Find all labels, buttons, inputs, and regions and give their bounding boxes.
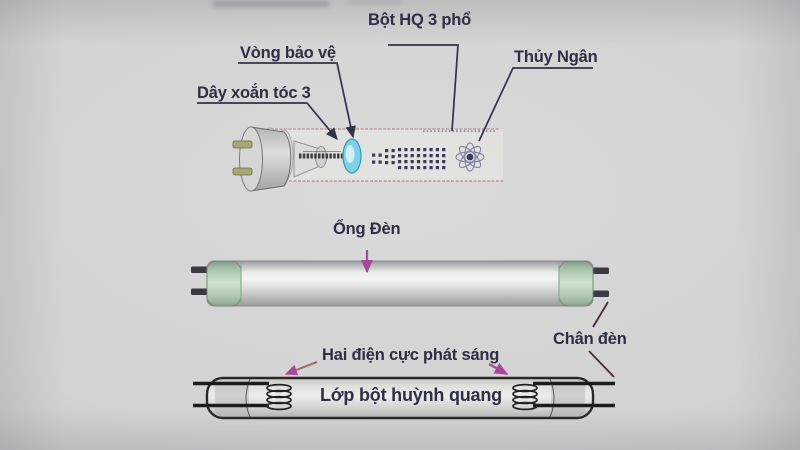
top-edge-smudge-2 — [348, 0, 403, 4]
leader-lines — [197, 44, 615, 378]
label-lamp-base: Chân đèn — [553, 330, 627, 348]
left-inner-shade — [215, 381, 249, 415]
label-protective-ring: Vòng bảo vệ — [240, 44, 336, 62]
left-electrode-coil — [266, 383, 292, 411]
end-cap-face — [239, 126, 263, 192]
tube-body — [206, 260, 594, 307]
left-electrode-arrow — [284, 361, 318, 376]
label-fluorescent-coating: Lớp bột huỳnh quang — [320, 385, 502, 405]
lamp-base-leader-lower — [588, 350, 615, 378]
section-tube-outline — [205, 376, 595, 420]
pin-top — [232, 140, 253, 149]
lamp-tube-drawing — [191, 260, 609, 307]
right-end-cap — [558, 260, 594, 307]
lamp-base-leader-upper — [592, 301, 609, 328]
protective-ring-highlight — [345, 145, 355, 163]
cutaway-tube-drawing — [232, 126, 505, 192]
phosphor-dots-pattern — [372, 148, 446, 170]
stem-bead — [315, 146, 327, 168]
right-electrode-arrow — [488, 362, 509, 375]
right-electrode-coil — [512, 383, 538, 411]
label-mercury: Thủy Ngân — [514, 48, 598, 66]
right-inner-shade — [551, 381, 585, 415]
left-end-cap — [206, 260, 242, 307]
phosphor-powder-leader — [388, 44, 459, 132]
cross-section-drawing — [193, 376, 615, 420]
top-edge-smudge — [212, 1, 330, 7]
protective-ring-leader-arrow — [238, 62, 356, 139]
mercury-atom-symbol — [455, 142, 485, 172]
label-phosphor-powder: Bột HQ 3 phổ — [368, 11, 472, 29]
mercury-leader — [478, 67, 593, 142]
pin-bottom — [232, 167, 253, 176]
label-electrodes: Hai điện cực phát sáng — [322, 346, 500, 364]
label-filament-coil: Dây xoắn tóc 3 — [197, 84, 311, 102]
label-lamp-tube: Ổng Đèn — [333, 220, 401, 238]
filament-leader-arrow — [197, 102, 338, 140]
